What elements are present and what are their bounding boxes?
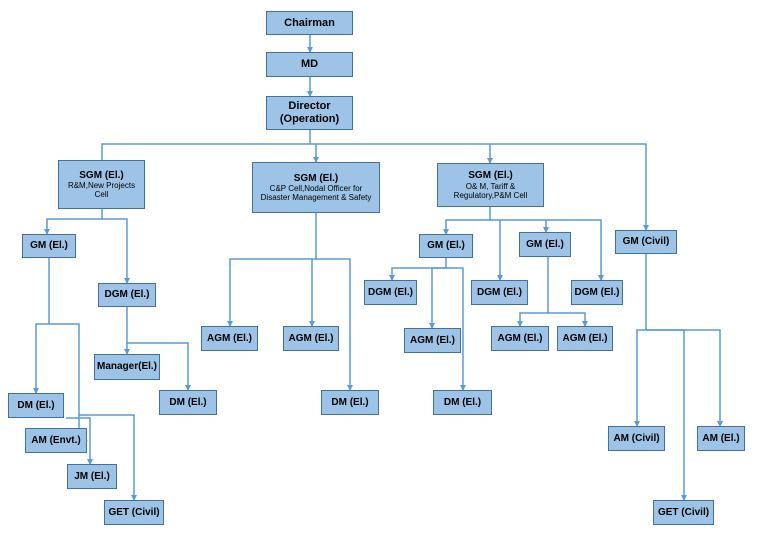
node-title: GM (El.) [427, 240, 465, 252]
connector-line [316, 258, 353, 391]
connector-line [49, 323, 80, 430]
connector-line [646, 329, 687, 501]
node-title: Director [288, 100, 331, 113]
chairman-box: Chairman [266, 11, 353, 35]
node-detail: O& M, Tariff & Regulatory,P&M Cell [453, 181, 528, 200]
jm-el-box: JM (El.) [67, 464, 117, 489]
dm-el-box-c: DM (El.) [321, 390, 379, 415]
dm-el-box-manager: DM (El.) [159, 390, 217, 415]
node-title: AGM (El.) [207, 332, 252, 344]
node-title: SGM (El.) [468, 170, 513, 182]
dm-el-box-1: DM (El.) [8, 393, 64, 418]
node-title: GM (El.) [526, 238, 564, 250]
sgm-cp-box: SGM (El.) C&P Cell,Nodal Officer for Dis… [252, 162, 380, 213]
director-box: Director (Operation) [266, 96, 353, 130]
node-title: DGM (El.) [574, 286, 620, 298]
node-title: DGM (El.) [104, 289, 150, 301]
connector-line [429, 267, 446, 329]
node-title: Manager(El.) [96, 361, 157, 373]
node-title: DM (El.) [443, 396, 482, 408]
node-title: DM (El.) [169, 396, 207, 408]
node-title: DM (El.) [331, 396, 369, 408]
agm-el-box-3b2: AGM (El.) [557, 326, 613, 351]
connector-line [33, 258, 50, 394]
sgm-rm-box: SGM (El.) R&M,New Projects Cell [58, 160, 145, 209]
node-title: AM (El.) [702, 432, 740, 444]
am-el-box: AM (El.) [697, 426, 745, 451]
node-title: GET (Civil) [657, 506, 710, 518]
node-title: AGM (El.) [562, 332, 608, 344]
am-civil-box: AM (Civil) [608, 426, 665, 451]
node-detail: C&P Cell,Nodal Officer for Disaster Mana… [260, 184, 372, 203]
connector-line [646, 329, 723, 427]
dgm-el-box-3-mid: DGM (El.) [471, 280, 528, 305]
node-title: SGM (El.) [79, 169, 124, 181]
node-title: SGM (El.) [293, 172, 339, 184]
agm-el-box-c1: AGM (El.) [201, 326, 258, 351]
connector-line [389, 258, 447, 281]
connector-line [490, 219, 604, 281]
node-title: GET (Civil) [108, 506, 160, 518]
node-detail: R&M,New Projects Cell [67, 181, 136, 200]
agm-el-box-3a: AGM (El.) [404, 328, 461, 353]
dm-el-box-3a: DM (El.) [433, 390, 492, 415]
dgm-el-box-3a: DGM (El.) [364, 280, 417, 305]
node-title: AGM (El.) [288, 332, 334, 344]
am-envt-box: AM (Envt.) [25, 428, 87, 453]
gm-el-box-1: GM (El.) [22, 234, 76, 258]
manager-el-box: Manager(El.) [94, 354, 160, 380]
node-title: AGM (El.) [497, 332, 543, 344]
get-civil-box-1: GET (Civil) [104, 500, 164, 525]
md-box: MD [266, 52, 353, 77]
gm-civil-box: GM (Civil) [615, 230, 677, 254]
node-title: Chairman [284, 16, 335, 29]
node-title: JM (El.) [74, 470, 110, 482]
connector-line [227, 213, 317, 327]
connector-line [517, 257, 549, 327]
connector-line [66, 417, 93, 465]
dgm-el-box-3-right: DGM (El.) [571, 280, 623, 305]
connector-line [44, 209, 103, 235]
agm-el-box-3b1: AGM (El.) [491, 326, 549, 351]
connector-line [101, 143, 649, 231]
node-title: AM (Envt.) [31, 434, 81, 446]
agm-el-box-c2: AGM (El.) [283, 326, 339, 351]
node-subtitle: (Operation) [279, 113, 340, 125]
gm-el-box-3a: GM (El.) [419, 234, 473, 258]
connector-line [79, 414, 137, 501]
gm-el-box-3b: GM (El.) [519, 232, 571, 257]
connector-line [443, 207, 491, 235]
node-title: MD [300, 58, 319, 71]
node-title: DM (El.) [17, 399, 55, 411]
node-title: AGM (El.) [410, 334, 455, 346]
node-title: DGM (El.) [477, 286, 522, 298]
connector-line [102, 218, 130, 284]
connector-line [126, 307, 191, 391]
connector-line [634, 254, 647, 427]
node-title: GM (Civil) [622, 236, 670, 248]
node-title: DGM (El.) [368, 286, 413, 298]
node-title: AM (Civil) [613, 432, 660, 444]
connector-line [548, 312, 588, 327]
dgm-el-box-1: DGM (El.) [98, 283, 156, 307]
sgm-om-box: SGM (El.) O& M, Tariff & Regulatory,P&M … [437, 163, 544, 207]
connector-line [446, 267, 466, 391]
get-civil-box-2: GET (Civil) [653, 500, 714, 525]
node-title: GM (El.) [30, 240, 68, 252]
